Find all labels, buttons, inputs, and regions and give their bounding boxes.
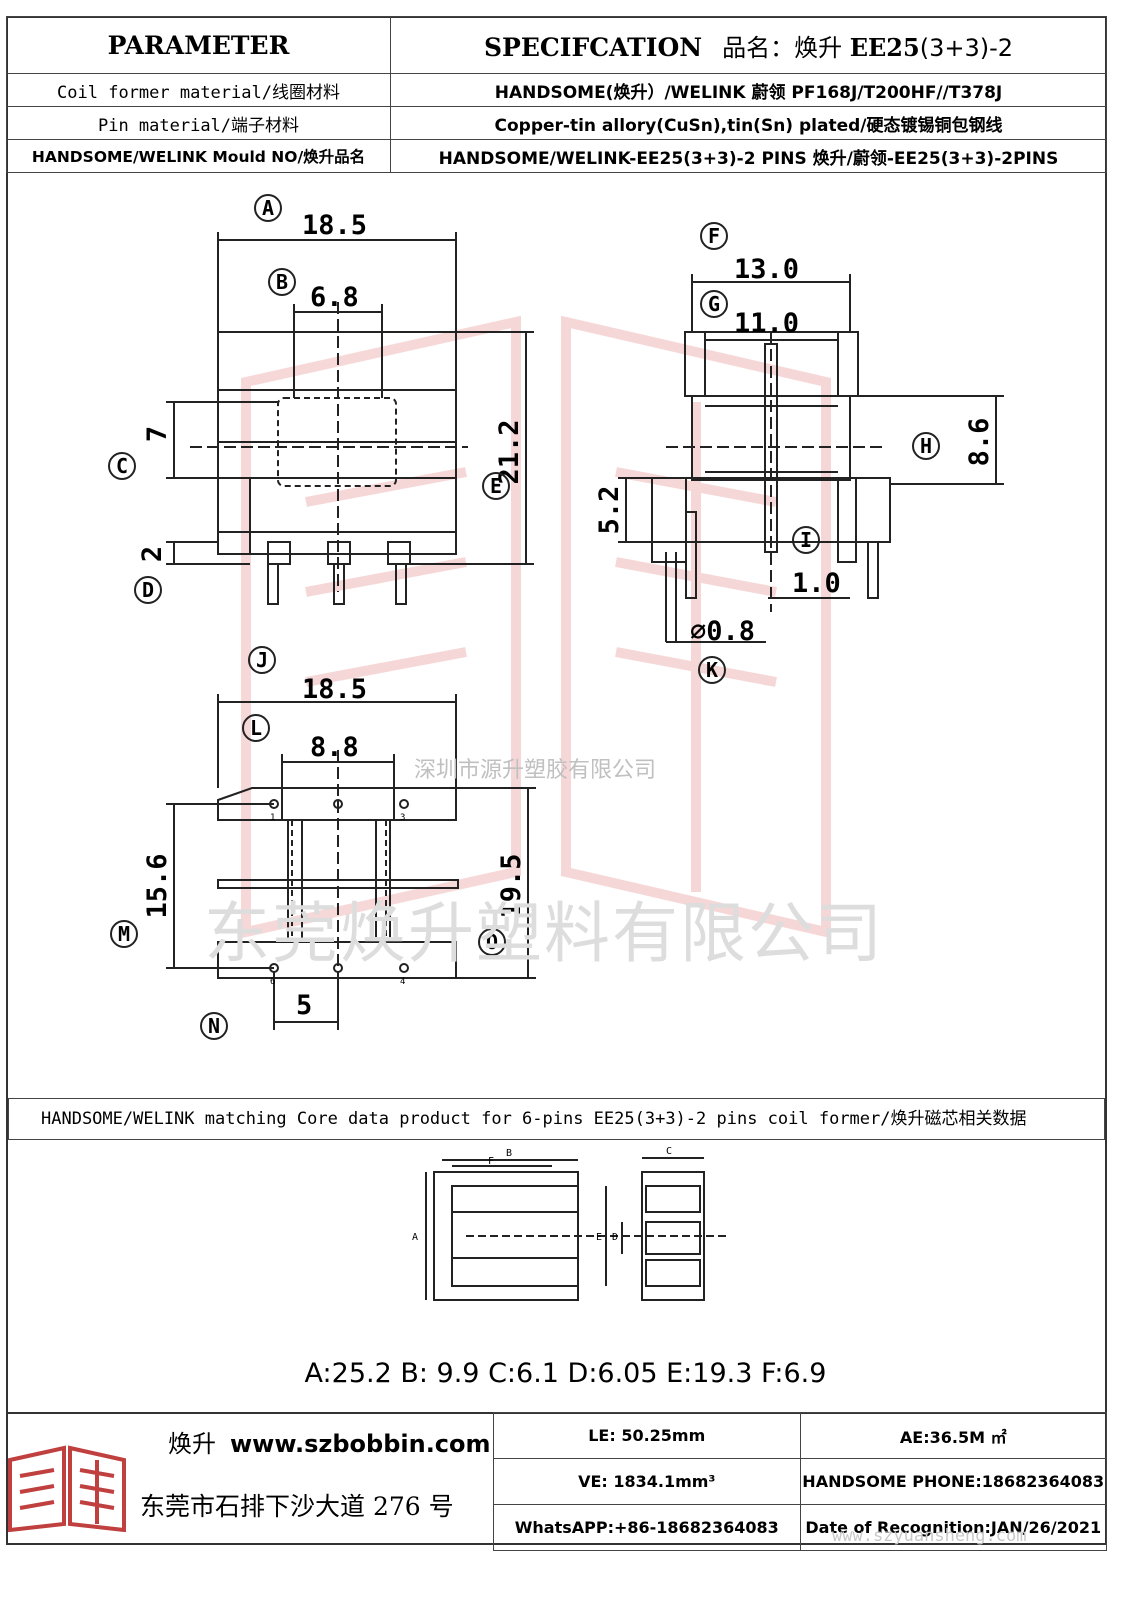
core-drawing: B F C A E D — [412, 1146, 726, 1301]
dim-c: 7 — [142, 426, 173, 442]
product-name: 品名：焕升 EE25(3+3)-2 — [722, 32, 1014, 62]
le-value: LE: 50.25mm — [493, 1412, 801, 1459]
core-label-d: D — [612, 1232, 618, 1243]
side-view — [618, 274, 1004, 643]
coil-material-value: HANDSOME(焕升）/WELINK 蔚领 PF168J/T200HF//T3… — [390, 73, 1107, 107]
whatsapp-value: WhatsAPP:+86-18682364083 — [493, 1504, 801, 1551]
marker-n: N — [200, 1012, 228, 1040]
dim-m: 15.6 — [142, 853, 173, 918]
marker-j: J — [248, 646, 276, 674]
dim-a: 18.5 — [302, 210, 367, 241]
dim-g: 11.0 — [734, 308, 799, 339]
core-label-a: A — [412, 1232, 418, 1243]
pin-material-value: Copper-tin allory(CuSn),tin(Sn) plated/硬… — [390, 106, 1107, 140]
svg-text:J: J — [256, 648, 268, 672]
svg-text:G: G — [708, 292, 720, 316]
recognition-date: Date of Recognition:JAN/26/2021 — [799, 1504, 1107, 1551]
core-label-f: F — [488, 1156, 494, 1167]
svg-text:O: O — [486, 930, 498, 954]
core-data-title: HANDSOME/WELINK matching Core data produ… — [8, 1098, 1105, 1140]
bottom-view — [166, 694, 536, 1030]
svg-text:E: E — [490, 474, 502, 498]
svg-text:A: A — [262, 196, 274, 220]
dim-k: ⌀0.8 — [690, 616, 755, 647]
company-address: 东莞市石排下沙大道 276 号 — [140, 1492, 454, 1521]
company-logo-icon — [8, 1445, 126, 1532]
pin-material-label: Pin material/端子材料 — [6, 106, 391, 140]
dim-o: 19.5 — [496, 853, 527, 918]
svg-text:N: N — [208, 1014, 220, 1038]
marker-k: K — [698, 656, 726, 684]
dim-f: 13.0 — [734, 254, 799, 285]
svg-text:I: I — [800, 528, 812, 552]
bobbin-technical-drawing: 18.5 6.8 7 2 21.2 13.0 11.0 8.6 5.2 1. — [108, 194, 1004, 1040]
svg-text:F: F — [708, 224, 720, 248]
front-view — [166, 232, 534, 605]
ae-value: AE:36.5M ㎡ — [799, 1412, 1107, 1459]
site-watermark: www.szyuansheng.com — [832, 1526, 1027, 1546]
svg-text:M: M — [118, 922, 130, 946]
marker-m: M — [110, 920, 138, 948]
dim-i: 1.0 — [792, 568, 841, 599]
dim-d: 2 — [137, 546, 168, 562]
marker-c: C — [108, 452, 136, 480]
marker-o: O — [478, 928, 506, 956]
core-dimensions: A:25.2 B: 9.9 C:6.1 D:6.05 E:19.3 F:6.9 — [304, 1358, 827, 1389]
pin-number-6: 6 — [270, 977, 275, 987]
marker-e: E — [482, 472, 510, 500]
marker-a: A — [254, 194, 282, 222]
specification-heading: SPECIFCATION 品名：焕升 EE25(3+3)-2 — [390, 16, 1107, 74]
dim-l: 8.8 — [310, 732, 359, 763]
svg-text:L: L — [250, 716, 262, 740]
marker-b: B — [268, 268, 296, 296]
pin-number-1: 1 — [270, 813, 275, 823]
dim-n: 5 — [296, 990, 312, 1021]
svg-text:K: K — [706, 658, 718, 682]
pin-number-3: 3 — [400, 813, 405, 823]
pin-number-4: 4 — [400, 977, 405, 987]
svg-text:B: B — [276, 270, 288, 294]
marker-l: L — [242, 714, 270, 742]
website-link[interactable]: www.szbobbin.com — [230, 1430, 491, 1458]
watermark-large-text: 东莞焕升塑料有限公司 — [204, 895, 884, 972]
dim-side-52: 5.2 — [594, 486, 625, 535]
circled-markers: A B C D E F G H I J K L M N O — [108, 194, 940, 1040]
watermark-logo — [241, 315, 831, 939]
svg-text:D: D — [142, 578, 154, 602]
core-label-c: C — [666, 1146, 672, 1157]
brand-line: 焕升 www.szbobbin.com — [168, 1424, 491, 1459]
specification-label: SPECIFCATION — [483, 32, 703, 62]
phone-value: HANDSOME PHONE:18682364083 — [799, 1458, 1107, 1505]
mould-no-label: HANDSOME/WELINK Mould NO/焕升品名 — [6, 139, 391, 173]
svg-text:H: H — [920, 434, 932, 458]
parameter-heading: PARAMETER — [6, 16, 391, 74]
dim-j: 18.5 — [302, 674, 367, 705]
marker-f: F — [700, 222, 728, 250]
dim-b: 6.8 — [310, 282, 359, 313]
marker-g: G — [700, 290, 728, 318]
dim-h: 8.6 — [964, 418, 995, 467]
svg-text:C: C — [116, 454, 128, 478]
marker-d: D — [134, 576, 162, 604]
watermark-small-text: 深圳市源升塑胶有限公司 — [414, 758, 657, 783]
mould-no-value: HANDSOME/WELINK-EE25(3+3)-2 PINS 焕升/蔚领-E… — [390, 139, 1107, 173]
marker-h: H — [912, 432, 940, 460]
core-parameters-table: LE: 50.25mm AE:36.5M ㎡ VE: 1834.1mm³ HAN… — [493, 1412, 1107, 1551]
marker-i: I — [792, 526, 820, 554]
ve-value: VE: 1834.1mm³ — [493, 1458, 801, 1505]
core-label-b: B — [506, 1148, 512, 1159]
core-label-e: E — [596, 1232, 602, 1243]
brand-name: 焕升 — [168, 1430, 216, 1458]
coil-material-label: Coil former material/线圈材料 — [6, 73, 391, 107]
